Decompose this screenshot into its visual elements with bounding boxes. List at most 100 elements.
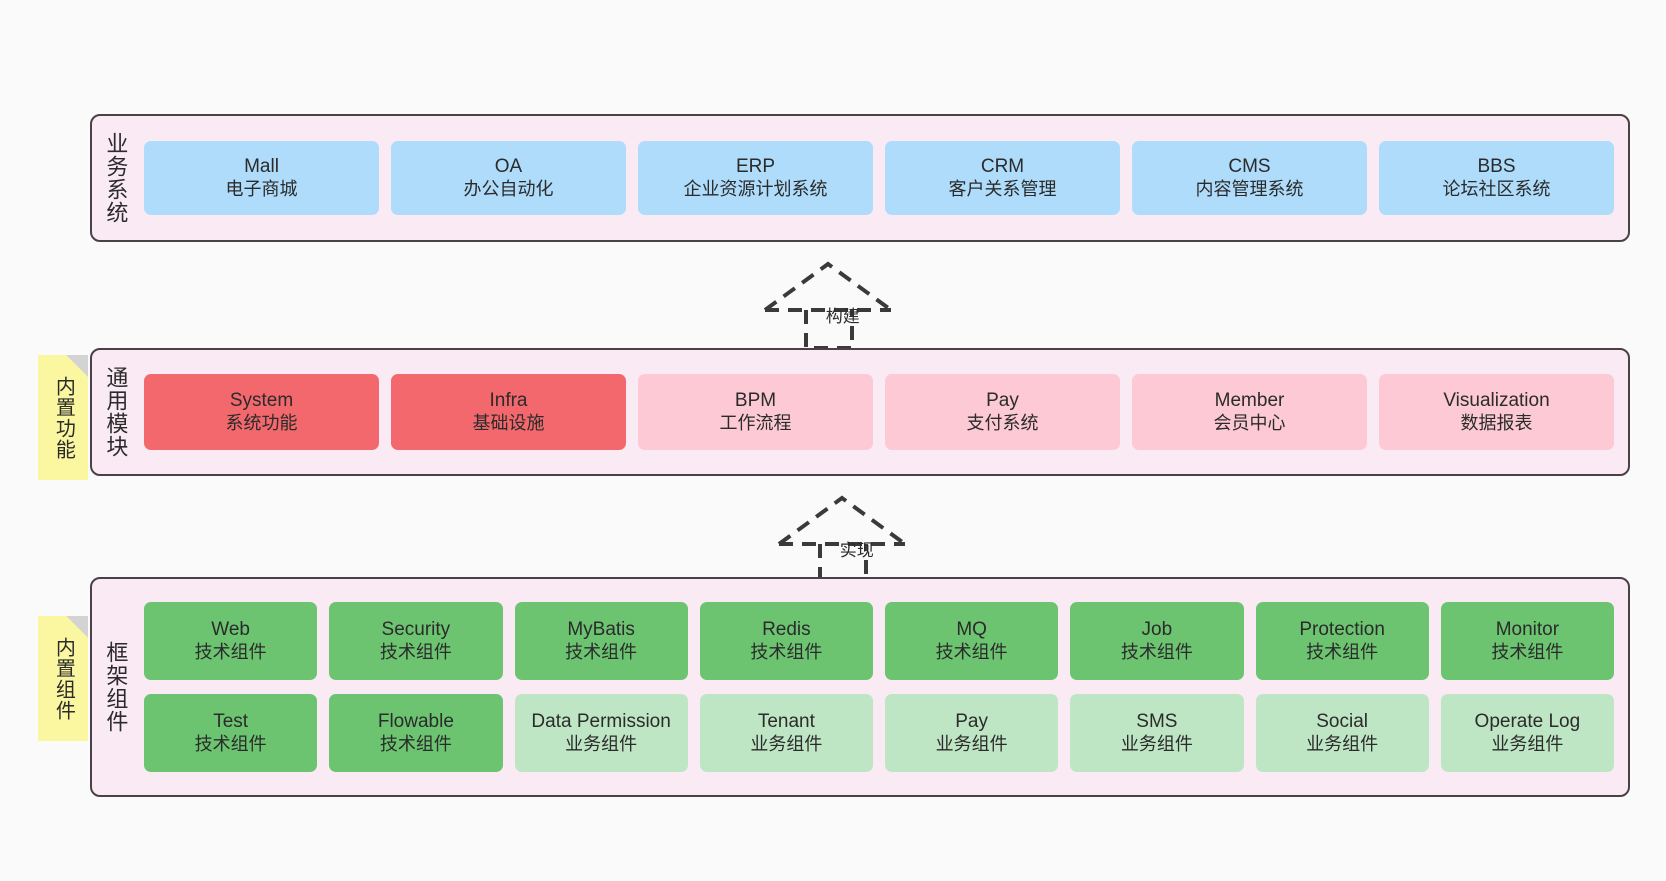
tile-subtitle: 工作流程: [719, 412, 792, 433]
tile-cms[interactable]: CMS 内容管理系统: [1132, 141, 1367, 215]
tile-title: BBS: [1477, 156, 1516, 178]
tile-title: MyBatis: [567, 619, 635, 641]
tile-system[interactable]: System 系统功能: [144, 374, 379, 450]
tile-subtitle: 企业资源计划系统: [683, 178, 828, 199]
tile-subtitle: 业务组件: [935, 733, 1008, 754]
layer-title-framework-component: 框架组件: [103, 641, 129, 733]
tile-title: Protection: [1299, 619, 1385, 641]
tile-subtitle: 技术组件: [194, 641, 267, 662]
tag-builtin-function: 内置功能: [38, 355, 88, 480]
tile-title: Infra: [489, 390, 528, 412]
tile-subtitle: 系统功能: [225, 412, 298, 433]
tile-protection[interactable]: Protection 技术组件: [1255, 602, 1429, 680]
arrow-implement-shape: [777, 495, 907, 584]
layer-common-module: 通用模块 System 系统功能 Infra 基础设施 BPM 工作流程 Pay…: [90, 348, 1630, 476]
layer-body-common-module: System 系统功能 Infra 基础设施 BPM 工作流程 Pay 支付系统…: [138, 350, 1628, 474]
tile-infra[interactable]: Infra 基础设施: [391, 374, 626, 450]
tile-title: Pay: [955, 711, 988, 733]
tile-title: MQ: [956, 619, 987, 641]
tile-title: Social: [1316, 711, 1368, 733]
tile-title: Member: [1214, 390, 1285, 412]
tile-subtitle: 业务组件: [750, 733, 823, 754]
tile-bbs[interactable]: BBS 论坛社区系统: [1379, 141, 1614, 215]
tile-data-permission[interactable]: Data Permission 业务组件: [514, 694, 688, 772]
tile-subtitle: 业务组件: [1120, 733, 1193, 754]
arrow-build-label: 构建: [825, 307, 860, 326]
tile-flowable[interactable]: Flowable 技术组件: [329, 694, 503, 772]
arrow-implement-label: 实现: [839, 541, 874, 560]
tile-row: Mall 电子商城 OA 办公自动化 ERP 企业资源计划系统 CRM 客户关系…: [144, 141, 1614, 215]
tile-test[interactable]: Test 技术组件: [144, 694, 318, 772]
tile-title: Test: [213, 711, 249, 733]
tile-tenant[interactable]: Tenant 业务组件: [699, 694, 873, 772]
tile-erp[interactable]: ERP 企业资源计划系统: [638, 141, 873, 215]
folded-corner-icon: [66, 616, 88, 638]
arrow-build-shape: [763, 261, 893, 350]
tile-row: Web 技术组件 Security 技术组件 MyBatis 技术组件 Redi…: [144, 602, 1614, 680]
tile-title: Mall: [244, 156, 279, 178]
tile-subtitle: 技术组件: [379, 733, 452, 754]
tile-title: Web: [211, 619, 250, 641]
tile-title: Data Permission: [531, 711, 671, 733]
tile-bpm[interactable]: BPM 工作流程: [638, 374, 873, 450]
tile-security[interactable]: Security 技术组件: [329, 602, 503, 680]
layer-framework-component: 框架组件 Web 技术组件 Security 技术组件 MyBatis 技术组件…: [90, 577, 1630, 797]
tile-title: Monitor: [1495, 619, 1560, 641]
tag-label: 内置功能: [52, 375, 75, 460]
tile-row: System 系统功能 Infra 基础设施 BPM 工作流程 Pay 支付系统…: [144, 374, 1614, 450]
tile-subtitle: 技术组件: [935, 641, 1008, 662]
tile-subtitle: 技术组件: [1120, 641, 1193, 662]
tile-title: Tenant: [757, 711, 815, 733]
tile-title: Pay: [986, 390, 1019, 412]
arrow-implement: 实现: [774, 492, 934, 584]
tile-web[interactable]: Web 技术组件: [144, 602, 318, 680]
tile-mq[interactable]: MQ 技术组件: [885, 602, 1059, 680]
tile-title: Redis: [762, 619, 811, 641]
tile-subtitle: 客户关系管理: [948, 178, 1057, 199]
tile-visualization[interactable]: Visualization 数据报表: [1379, 374, 1614, 450]
tile-title: CRM: [980, 156, 1025, 178]
tile-row: Test 技术组件 Flowable 技术组件 Data Permission …: [144, 694, 1614, 772]
tile-member[interactable]: Member 会员中心: [1132, 374, 1367, 450]
tile-title: BPM: [734, 390, 777, 412]
tile-subtitle: 业务组件: [565, 733, 638, 754]
tile-subtitle: 技术组件: [750, 641, 823, 662]
layer-body-framework-component: Web 技术组件 Security 技术组件 MyBatis 技术组件 Redi…: [138, 579, 1628, 795]
tile-subtitle: 数据报表: [1460, 412, 1533, 433]
tile-title: SMS: [1136, 711, 1178, 733]
layer-title-business-system: 业务系统: [103, 132, 129, 224]
tile-subtitle: 技术组件: [194, 733, 267, 754]
tile-operate-log[interactable]: Operate Log 业务组件: [1440, 694, 1614, 772]
tile-title: Flowable: [377, 711, 454, 733]
tile-title: System: [229, 390, 294, 412]
tile-oa[interactable]: OA 办公自动化: [391, 141, 626, 215]
tile-subtitle: 业务组件: [1491, 733, 1564, 754]
tile-subtitle: 技术组件: [1306, 641, 1379, 662]
tile-crm[interactable]: CRM 客户关系管理: [885, 141, 1120, 215]
tile-title: OA: [494, 156, 523, 178]
tile-mybatis[interactable]: MyBatis 技术组件: [514, 602, 688, 680]
tile-subtitle: 电子商城: [225, 178, 298, 199]
tile-job[interactable]: Job 技术组件: [1070, 602, 1244, 680]
tile-subtitle: 技术组件: [1491, 641, 1564, 662]
tile-title: Security: [381, 619, 451, 641]
tile-social[interactable]: Social 业务组件: [1255, 694, 1429, 772]
tile-title: ERP: [735, 156, 776, 178]
tile-subtitle: 基础设施: [472, 412, 545, 433]
folded-corner-icon: [66, 355, 88, 377]
layer-business-system: 业务系统 Mall 电子商城 OA 办公自动化 ERP 企业资源计划系统 CRM…: [90, 114, 1630, 242]
layer-title-common-module: 通用模块: [103, 366, 129, 458]
tile-sms[interactable]: SMS 业务组件: [1070, 694, 1244, 772]
tile-pay-component[interactable]: Pay 业务组件: [885, 694, 1059, 772]
tile-subtitle: 论坛社区系统: [1442, 178, 1551, 199]
tile-redis[interactable]: Redis 技术组件: [699, 602, 873, 680]
tile-pay[interactable]: Pay 支付系统: [885, 374, 1120, 450]
tile-subtitle: 支付系统: [966, 412, 1039, 433]
arrow-build: 构建: [760, 258, 920, 350]
tile-monitor[interactable]: Monitor 技术组件: [1440, 602, 1614, 680]
tile-title: Visualization: [1443, 390, 1550, 412]
tag-builtin-component: 内置组件: [38, 616, 88, 741]
tile-subtitle: 技术组件: [379, 641, 452, 662]
tile-mall[interactable]: Mall 电子商城: [144, 141, 379, 215]
layer-body-business-system: Mall 电子商城 OA 办公自动化 ERP 企业资源计划系统 CRM 客户关系…: [138, 116, 1628, 240]
